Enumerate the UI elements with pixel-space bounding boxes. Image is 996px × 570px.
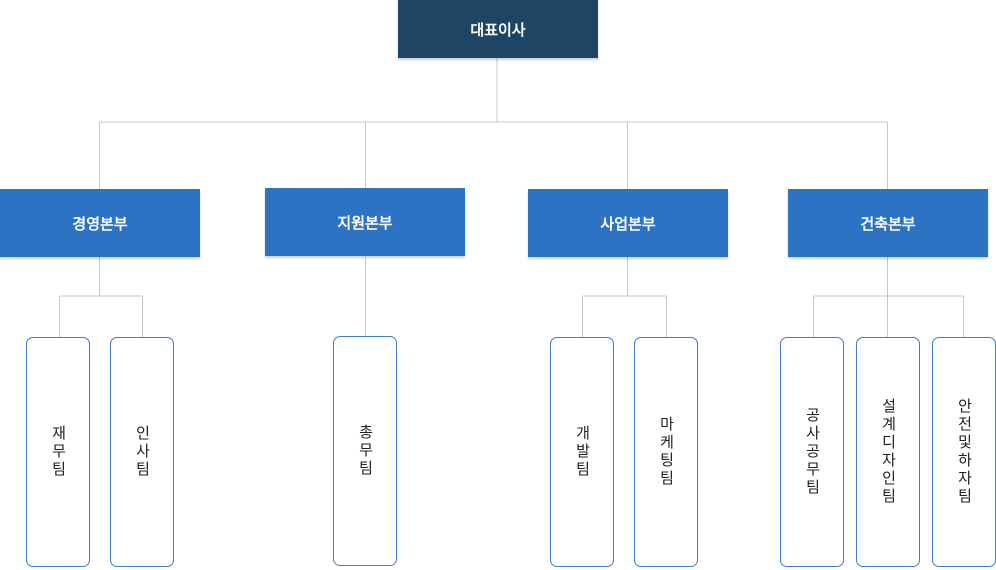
division-label: 경영본부 xyxy=(72,214,128,233)
team-label: 인사팀 xyxy=(133,425,152,479)
team-label: 재무팀 xyxy=(49,425,68,479)
team-general-affairs: 총무팀 xyxy=(333,336,397,566)
team-label: 공사공무팀 xyxy=(803,407,822,497)
division-construction: 건축본부 xyxy=(788,189,988,257)
team-label: 개발팀 xyxy=(573,425,592,479)
division-label: 건축본부 xyxy=(860,214,916,233)
team-hr: 인사팀 xyxy=(110,337,174,567)
team-label: 마케팅팀 xyxy=(657,416,676,488)
team-development: 개발팀 xyxy=(550,337,614,567)
team-construction-works: 공사공무팀 xyxy=(780,337,844,567)
team-marketing: 마케팅팀 xyxy=(634,337,698,567)
team-design: 설계디자인팀 xyxy=(856,337,920,567)
division-support: 지원본부 xyxy=(265,188,465,256)
division-label: 사업본부 xyxy=(600,214,656,233)
team-label: 총무팀 xyxy=(356,424,375,478)
division-management: 경영본부 xyxy=(0,189,200,257)
team-safety: 안전및하자팀 xyxy=(932,337,996,567)
ceo-box: 대표이사 xyxy=(398,0,598,58)
team-finance: 재무팀 xyxy=(26,337,90,567)
ceo-label: 대표이사 xyxy=(470,20,526,39)
team-label: 설계디자인팀 xyxy=(879,398,898,506)
division-business: 사업본부 xyxy=(528,189,728,257)
team-label: 안전및하자팀 xyxy=(955,398,974,506)
division-label: 지원본부 xyxy=(337,213,393,232)
